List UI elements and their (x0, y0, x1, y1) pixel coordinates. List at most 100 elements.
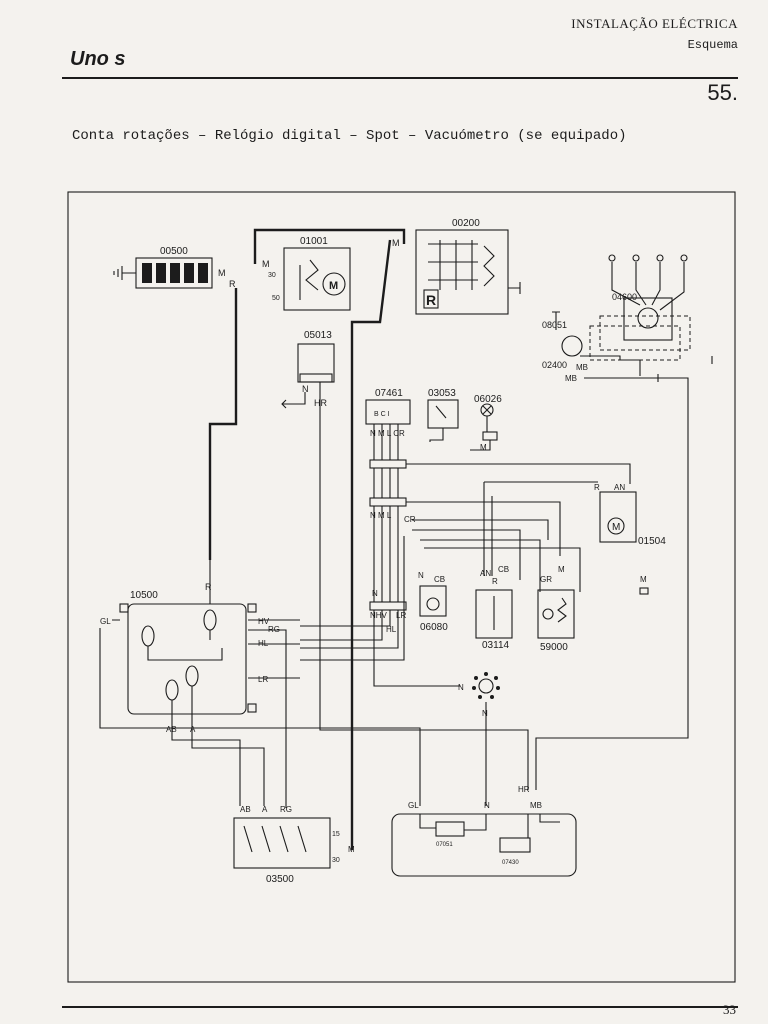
label-07430: 07430 (502, 860, 519, 866)
01504-motor-glyph: M (612, 522, 620, 533)
starter-50: 50 (272, 295, 280, 302)
connector-c-NHV: NHV (370, 611, 388, 620)
label-06026: 06026 (474, 394, 502, 405)
label-07461: 07461 (375, 388, 403, 399)
module-GL: GL (408, 801, 419, 810)
module-HR: HR (518, 785, 530, 794)
10500-LR: LR (258, 675, 268, 684)
diagram-frame (67, 191, 736, 983)
module-07051-07430: GL N HR MB 07051 07430 (391, 785, 577, 877)
02400-MB: MB (576, 363, 588, 372)
label-10500: 10500 (130, 590, 158, 601)
module-07461: 07461 B C I N M L CR (365, 388, 411, 438)
model-name: Uno s (70, 48, 126, 70)
ground-M: M (640, 575, 647, 584)
ground-wire-1 (253, 228, 406, 264)
label-02400: 02400 (542, 360, 567, 370)
01504-R: R (594, 483, 600, 492)
star-N: N (458, 683, 464, 692)
05013-HR: HR (314, 398, 327, 408)
label-01504: 01504 (638, 536, 666, 547)
10500-A: A (190, 725, 196, 734)
starter-01001: 01001 M M 30 50 (262, 236, 351, 311)
10500-GL: GL (100, 617, 111, 626)
unit-59000: GR M 59000 M (537, 565, 649, 653)
07461-pins: B C I (374, 411, 390, 418)
label-07051: 07051 (436, 842, 453, 848)
label-08051: 08051 (542, 320, 567, 330)
cluster-10500: 10500 GL HV RG HL LR AB A (99, 590, 421, 808)
06026-M: M (480, 443, 487, 452)
label-03500: 03500 (266, 874, 294, 885)
03500-RG: RG (280, 805, 292, 814)
switch-03500: AB A RG 15 30 M 03500 (233, 805, 355, 885)
03500-30: 30 (332, 857, 340, 864)
10500-HV: HV (258, 617, 270, 626)
ignition-group: 04600 08051 02400 MB MB (535, 254, 713, 790)
03114-R: R (492, 577, 498, 586)
module-N: N (484, 801, 490, 810)
03500-M: M (348, 845, 355, 854)
connector-b (369, 497, 407, 507)
subsection-title: Esquema (687, 38, 738, 52)
connector-c (369, 601, 407, 611)
battery-00500: 00500 M R (113, 246, 236, 289)
header-rule (62, 77, 738, 79)
wire-R-10500: R (205, 582, 212, 592)
03500-AB: AB (240, 805, 251, 814)
02400-MB2: MB (565, 374, 577, 383)
battery-R: R (229, 279, 236, 289)
starter-motor-glyph: M (329, 280, 338, 292)
06080-N: N (418, 571, 424, 580)
03500-A: A (262, 805, 268, 814)
regulator-glyph: R (426, 292, 436, 308)
switch-03053: 03053 (427, 388, 459, 442)
label-03053: 03053 (428, 388, 456, 399)
battery-M: M (218, 268, 226, 278)
diagram-caption: Conta rotações – Relógio digital – Spot … (72, 128, 627, 144)
connector-c-LR: LR (396, 611, 406, 620)
connector-c-HL: HL (386, 625, 397, 634)
ground-wire-2 (350, 239, 392, 850)
page-number: 55. (707, 80, 738, 105)
label-06080: 06080 (420, 622, 448, 633)
footer-rule (62, 1006, 738, 1008)
ground-star: N N (458, 672, 500, 806)
connector-b-wires: N M L (370, 511, 392, 520)
connector-c-N: N (372, 589, 378, 598)
label-01001: 01001 (300, 236, 328, 247)
label-03114: 03114 (482, 640, 510, 651)
connector-a (369, 459, 407, 469)
lamp-06026: 06026 M (470, 394, 502, 452)
label-00500: 00500 (160, 246, 188, 257)
star-N2: N (482, 709, 488, 718)
module-MB: MB (530, 801, 542, 810)
05013-N: N (302, 384, 309, 394)
label-00200: 00200 (452, 218, 480, 229)
connector-b-CR: CR (404, 515, 416, 524)
lamp-06080: N CB 06080 (418, 571, 448, 633)
10500-AB: AB (166, 725, 177, 734)
03114-CB: CB (498, 565, 509, 574)
07461-wires: N M L CR (370, 429, 405, 438)
starter-30: 30 (268, 272, 276, 279)
battery-positive-wire (208, 288, 238, 560)
sensor-03114: AN R CB 03114 (475, 565, 513, 651)
label-05013: 05013 (304, 330, 332, 341)
59000-GR: GR (540, 575, 552, 584)
starter-M: M (262, 259, 270, 269)
01504-AN: AN (614, 483, 625, 492)
03500-15: 15 (332, 831, 340, 838)
footer-page-number: 33 (723, 1002, 736, 1017)
03114-AN: AN (480, 569, 491, 578)
06080-CB: CB (434, 575, 445, 584)
label-59000: 59000 (540, 642, 568, 653)
section-title: INSTALAÇÃO ELÉCTRICA (571, 16, 738, 31)
label-04600: 04600 (612, 292, 637, 302)
59000-M: M (558, 565, 565, 574)
module-05013: 05013 N HR (281, 330, 529, 790)
alternator-M: M (392, 238, 400, 248)
alternator-00200: 00200 R M (392, 218, 521, 315)
motor-01504: AN R M 01504 (594, 483, 666, 547)
